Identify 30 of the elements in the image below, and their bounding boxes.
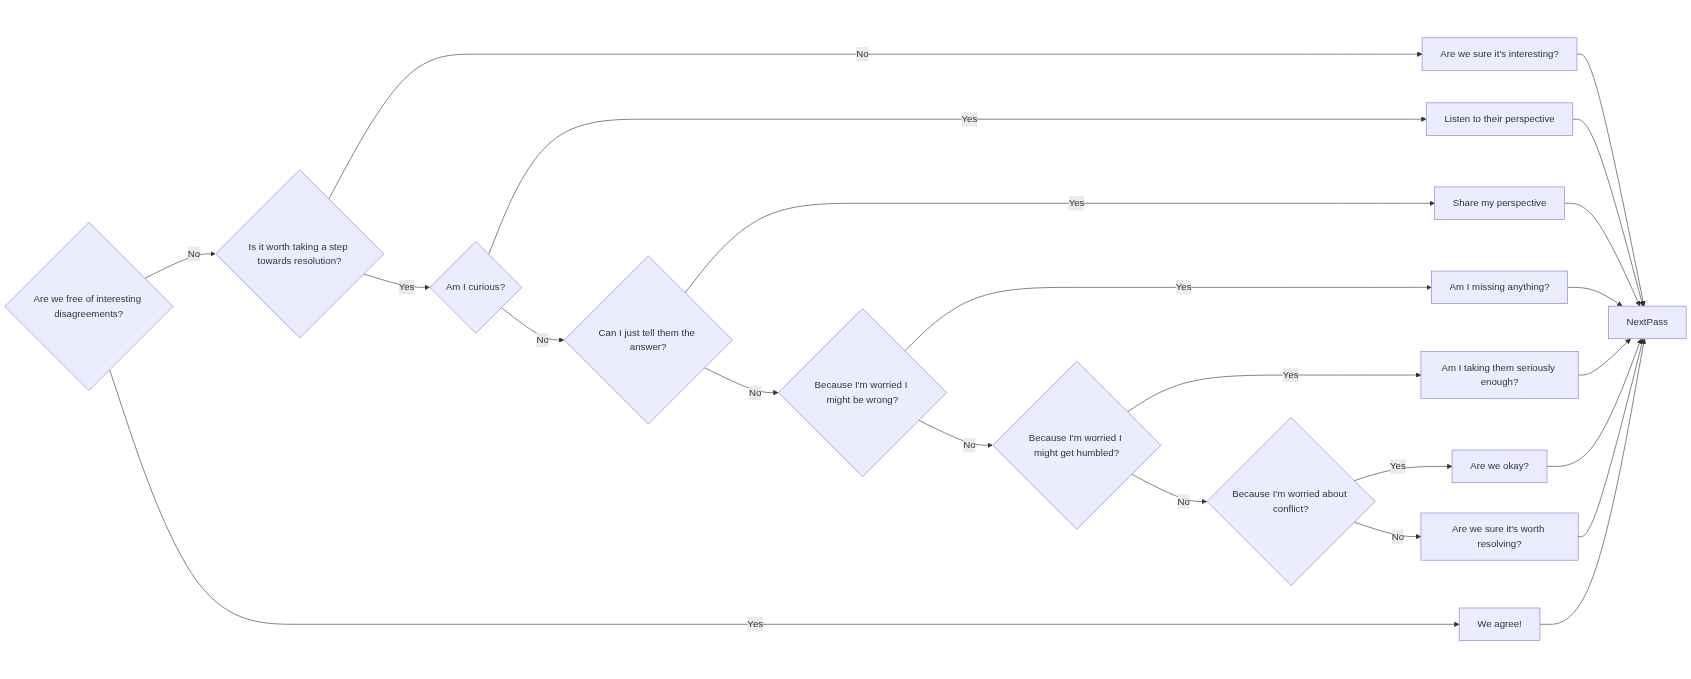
edge-label: No [536,334,549,346]
node-box: Are we sure it's interesting? [1421,37,1578,72]
node-diamond: Am I curious? [429,241,522,334]
node-box: Am I missing anything? [1431,270,1568,305]
edge-label: Yes [1068,198,1085,209]
node-diamond: Is it worth taking a step towards resolution? [215,169,385,339]
edge-label: Yes [1175,282,1192,293]
node-box: Are we sure it's worth resolving? [1420,512,1579,561]
node-box: Are we okay? [1451,450,1548,484]
edge-label: No [749,387,762,398]
node-diamond: Because I'm worried I might be wrong? [778,308,947,478]
node-diamond: Because I'm worried I might get humbled? [992,361,1162,530]
node-box: Share my perspective [1434,186,1565,221]
edge-label: No [856,48,869,60]
edge-label: Yes [1389,461,1406,472]
node-box: We agree! [1458,607,1541,642]
edge-label: No [1177,496,1190,507]
edge-label: No [1391,531,1405,542]
node-box: NextPass [1608,306,1687,340]
edge-label: No [963,440,976,451]
node-diamond: Can I just tell them the answer? [564,255,733,425]
node-diamond: Are we free of interesting disagreements? [4,222,174,392]
node-box: Listen to their perspective [1425,102,1574,137]
edge-label: No [187,248,201,259]
node-diamond: Because I'm worried about conflict? [1206,417,1376,587]
edge-label: Yes [398,282,415,293]
edge-label: Yes [961,113,978,125]
edge-label: Yes [747,619,764,630]
node-box: Am I taking them seriously enough? [1420,351,1579,400]
edge-label: Yes [1282,369,1299,381]
